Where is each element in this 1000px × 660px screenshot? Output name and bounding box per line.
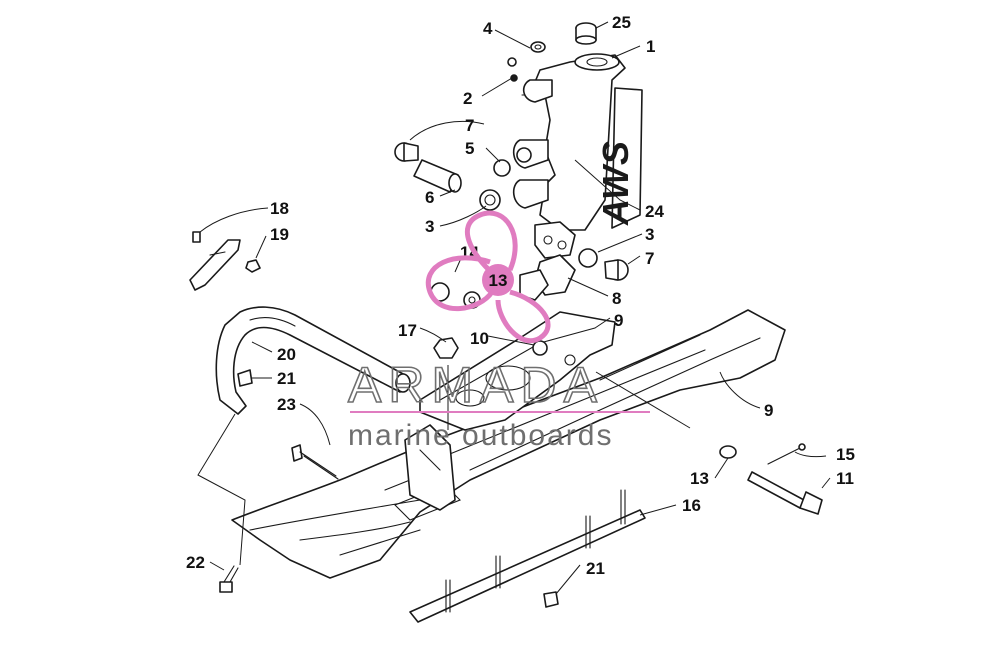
callouts: 25 1 4 2 7 5 6 3 24 3 7 8 9 14 10 17 9 1…	[186, 13, 855, 578]
leader-lines	[197, 21, 831, 595]
callout-7-right: 7	[645, 249, 654, 268]
callout-9: 9	[764, 401, 773, 420]
callout-7-left: 7	[465, 116, 474, 135]
callout-22: 22	[186, 553, 205, 572]
ski-handle-part	[215, 306, 411, 415]
bolts-group	[219, 443, 823, 593]
callout-20: 20	[277, 345, 296, 364]
armada-logo-icon: 13	[425, 210, 551, 344]
armada-watermark: 13 ARMADA marine outboards	[347, 210, 650, 452]
aws-decal-text: AWS	[595, 140, 636, 226]
callout-18: 18	[270, 199, 289, 218]
callout-21-lower: 21	[586, 559, 605, 578]
bushings-group	[394, 22, 629, 359]
callout-2: 2	[463, 89, 472, 108]
callout-15: 15	[836, 445, 855, 464]
callout-13-right: 13	[690, 469, 709, 488]
callout-5: 5	[465, 139, 474, 158]
bracket-part	[189, 231, 261, 291]
watermark-title: ARMADA	[348, 357, 604, 413]
callout-4: 4	[483, 19, 493, 38]
callout-8: 8	[612, 289, 621, 308]
callout-3-right: 3	[645, 225, 654, 244]
callout-1: 1	[646, 37, 655, 56]
callout-23: 23	[277, 395, 296, 414]
callout-3-left: 3	[425, 217, 434, 236]
callout-17: 17	[398, 321, 417, 340]
callout-25: 25	[612, 13, 631, 32]
watermark-subtitle: marine outboards	[348, 419, 613, 452]
callout-24: 24	[645, 202, 664, 221]
callout-19: 19	[270, 225, 289, 244]
callout-21-upper: 21	[277, 369, 296, 388]
callout-12: 11	[836, 469, 854, 488]
ski-part	[231, 309, 786, 579]
wear-bar-part	[409, 489, 646, 623]
callout-11: 10	[470, 329, 489, 348]
callout-16: 16	[682, 496, 701, 515]
callout-6: 6	[425, 188, 434, 207]
callout-10: 9	[614, 311, 623, 330]
spindle-part: AWS	[512, 53, 643, 259]
logo-number: 13	[489, 271, 508, 290]
